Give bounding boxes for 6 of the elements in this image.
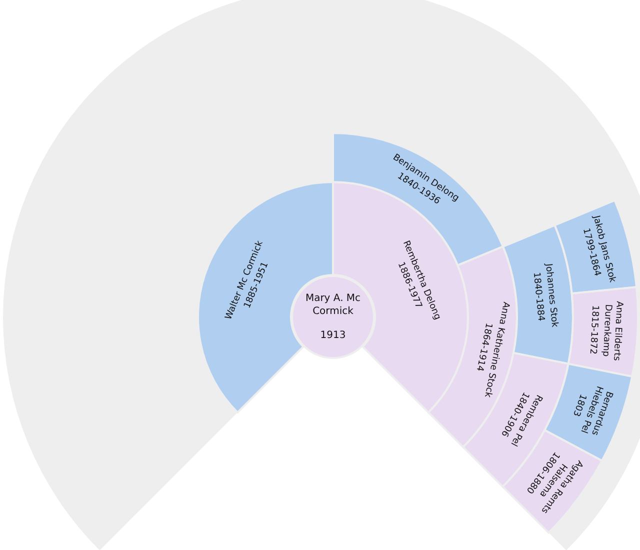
life-dates: 1815-1872 <box>586 305 600 355</box>
person-name: Anna Eilderts Durenkamp <box>600 300 624 364</box>
life-dates: 1803 <box>569 392 588 418</box>
life-dates: 1913 <box>320 329 346 342</box>
life-dates: 1840-1884 <box>530 272 546 322</box>
person-name: Mary A. Mc Cormick <box>304 292 362 318</box>
